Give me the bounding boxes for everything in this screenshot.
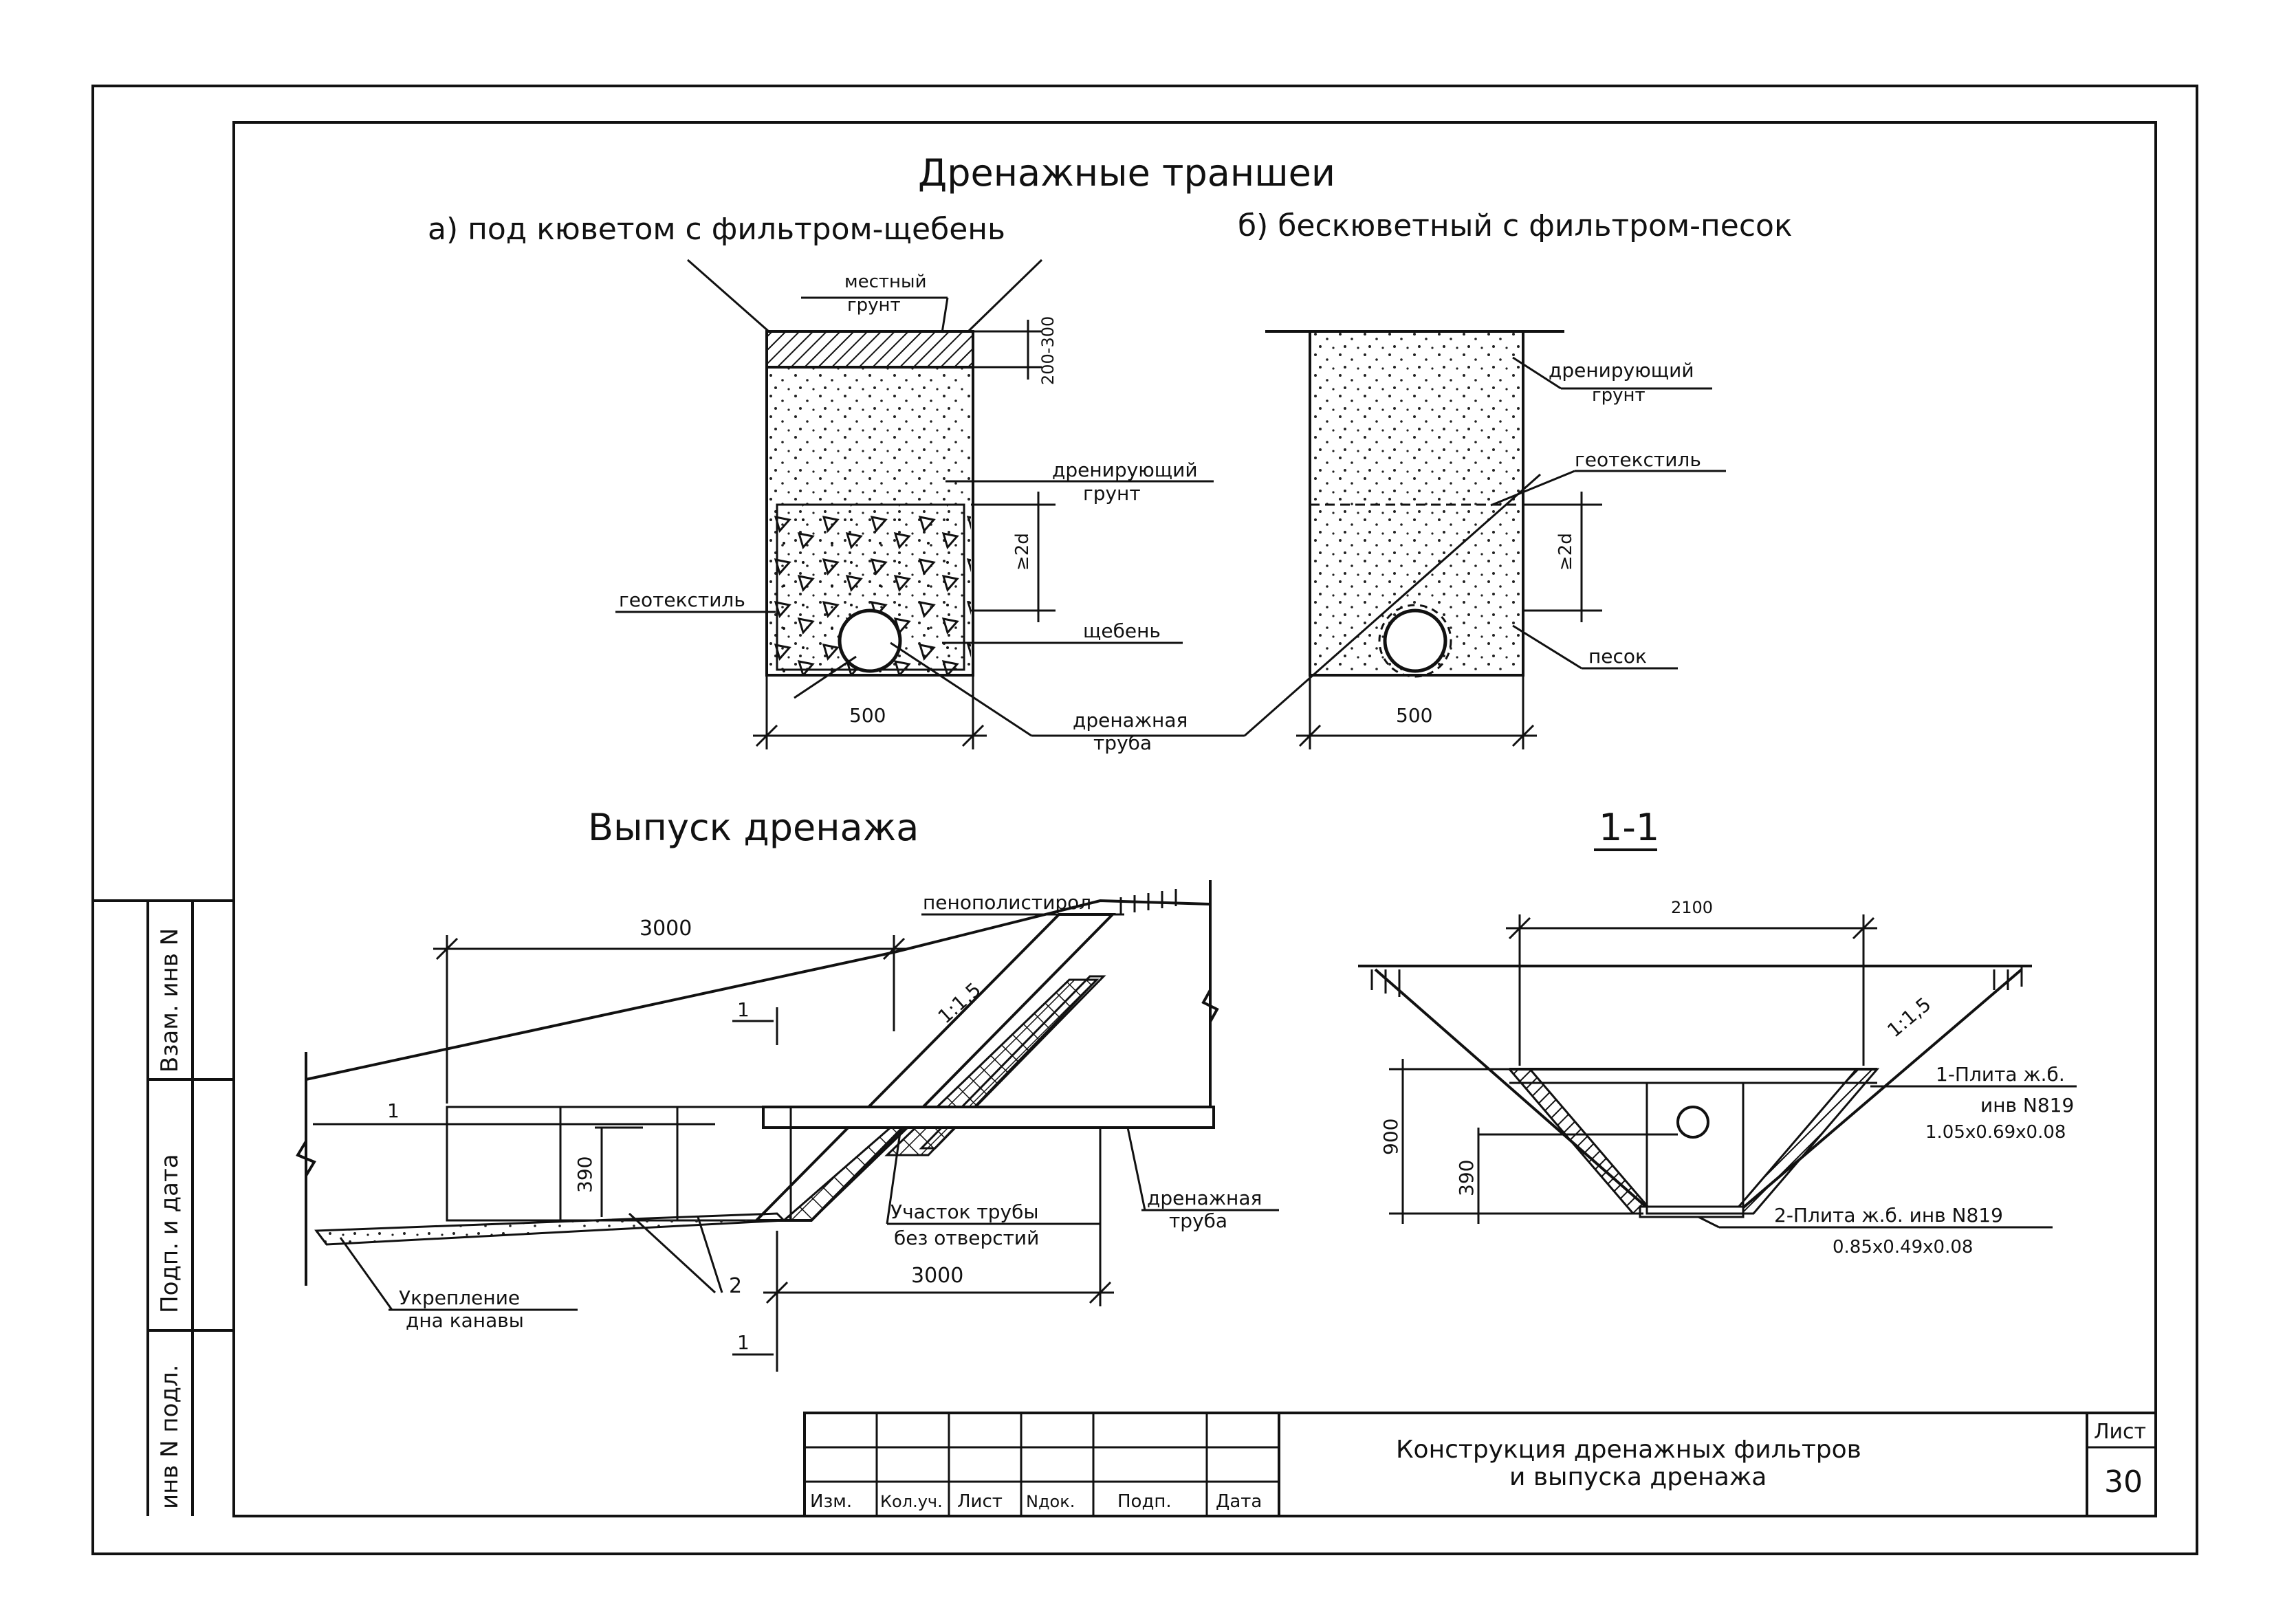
tb-title-line2: и выпуска дренажа [1509, 1463, 1767, 1491]
plate-2-line1: 2-Плита ж.б. инв N819 [1774, 1204, 2003, 1227]
stamp-cell-inventory: инв N подл. [156, 1365, 184, 1510]
cut-mark-bottom: 1 [737, 1331, 750, 1354]
dim-900-section: 900 [1379, 1119, 1402, 1155]
label-pipe-a-1: дренажная [1073, 709, 1188, 732]
label-local-soil-1: местный [844, 272, 926, 292]
subtitle-a: а) под кюветом с фильтром-щебень [428, 212, 1005, 247]
tb-title-line1: Конструкция дренажных фильтров [1396, 1436, 1861, 1464]
plate-1-line2: инв N819 [1980, 1094, 2074, 1117]
label-sand: песок [1588, 645, 1647, 668]
label-pipe-outlet-2: труба [1169, 1209, 1227, 1232]
geotextile-wrap-b [1378, 604, 1452, 678]
drain-pipe-b [1383, 608, 1447, 673]
drain-pipe-section [1676, 1106, 1709, 1139]
outlet-title: Выпуск дренажа [588, 806, 919, 849]
dim-width-a: 500 [849, 704, 886, 727]
label-pipe-a-2: труба [1093, 732, 1152, 754]
label-pipe-outlet-1: дренажная [1147, 1187, 1262, 1209]
tb-header-count: Кол.уч. [880, 1492, 943, 1511]
stamp-cell-replaced: Взам. инв N [156, 928, 184, 1073]
tb-header-sign: Подп. [1117, 1491, 1172, 1512]
label-draining-soil-a-2: грунт [1083, 482, 1141, 505]
trench-a: местный грунт дренирующий грунт геотекст… [615, 259, 1245, 754]
label-draining-soil-a-1: дренирующий [1052, 459, 1198, 481]
plate-1-line1: 1-Плита ж.б. [1936, 1063, 2065, 1086]
dim-top-a: 200-300 [1038, 316, 1058, 385]
subtitle-b: б) бескюветный с фильтром-песок [1238, 208, 1793, 243]
section-slab-left [1507, 1068, 1657, 1215]
label-ditch-2: дна канавы [406, 1309, 524, 1332]
label-pipe-section-1: Участок трубы [890, 1200, 1038, 1223]
tb-sheet-number: 30 [2104, 1464, 2143, 1500]
dim-390-outlet: 390 [573, 1156, 596, 1193]
plate-1-line3: 1.05x0.69x0.08 [1925, 1122, 2066, 1143]
main-title: Дренажные траншеи [918, 151, 1335, 195]
drain-pipe-a [838, 608, 902, 673]
drain-pipe-outlet [762, 1106, 1215, 1129]
title-block: Изм. Кол.уч. Лист Nдок. Подп. Дата Конст… [803, 1412, 2157, 1517]
tb-header-doc: Nдок. [1026, 1492, 1075, 1511]
mark-2: 2 [729, 1274, 742, 1298]
label-ditch-1: Укрепление [399, 1286, 520, 1309]
dim-top-outlet: 3000 [639, 917, 692, 941]
tb-header-date: Дата [1216, 1491, 1262, 1512]
section-bottom-slab [1639, 1205, 1745, 1218]
slope-section: 1:1,5 [1883, 993, 1935, 1042]
mark-1: 1 [387, 1099, 400, 1122]
section-1-1: 1:1,5 2100 900 390 1-Плита ж.б. инв N819… [1358, 898, 2077, 1258]
trench-b: дренирующий грунт геотекстиль песок ≥2d … [1244, 330, 1726, 749]
side-stamp: Взам. инв N Подп. и дата инв N подл. [93, 899, 234, 1516]
dim-2d-b: ≥2d [1555, 533, 1576, 571]
plate-2-line2: 0.85x0.49x0.08 [1833, 1237, 1973, 1258]
label-pipe-section-2: без отверстий [894, 1227, 1039, 1249]
dim-width-b: 500 [1396, 704, 1432, 727]
label-draining-soil-b-2: грунт [1592, 385, 1646, 406]
cut-mark-top: 1 [737, 998, 750, 1021]
dim-390-section: 390 [1455, 1160, 1478, 1196]
inner-frame [232, 121, 2157, 1517]
section-slab-right [1730, 1068, 1880, 1215]
label-local-soil-2: грунт [847, 295, 901, 316]
tb-sheet-label: Лист [2094, 1420, 2146, 1444]
outer-frame [91, 85, 2198, 1555]
local-soil-layer [765, 330, 974, 369]
section-title: 1-1 [1599, 806, 1659, 849]
dim-width-section: 2100 [1671, 898, 1713, 917]
label-draining-soil-b-1: дренирующий [1549, 359, 1694, 382]
label-geotextile-a: геотекстиль [619, 589, 745, 611]
label-geotextile-b: геотекстиль [1575, 448, 1701, 471]
tb-header-change: Изм. [810, 1491, 852, 1512]
tb-header-sheet: Лист [957, 1491, 1003, 1512]
ditch-bottom-lining [314, 1212, 787, 1246]
dim-bottom-outlet: 3000 [911, 1264, 963, 1288]
dim-2d-a: ≥2d [1012, 533, 1033, 571]
label-crushed-stone: щебень [1083, 619, 1161, 642]
stamp-cell-sign-date: Подп. и дата [156, 1154, 184, 1313]
outlet-profile: пенополистирол 1:1,5 3000 1 1 1 390 2 30… [296, 880, 1279, 1372]
label-foam: пенополистирол [923, 891, 1091, 914]
